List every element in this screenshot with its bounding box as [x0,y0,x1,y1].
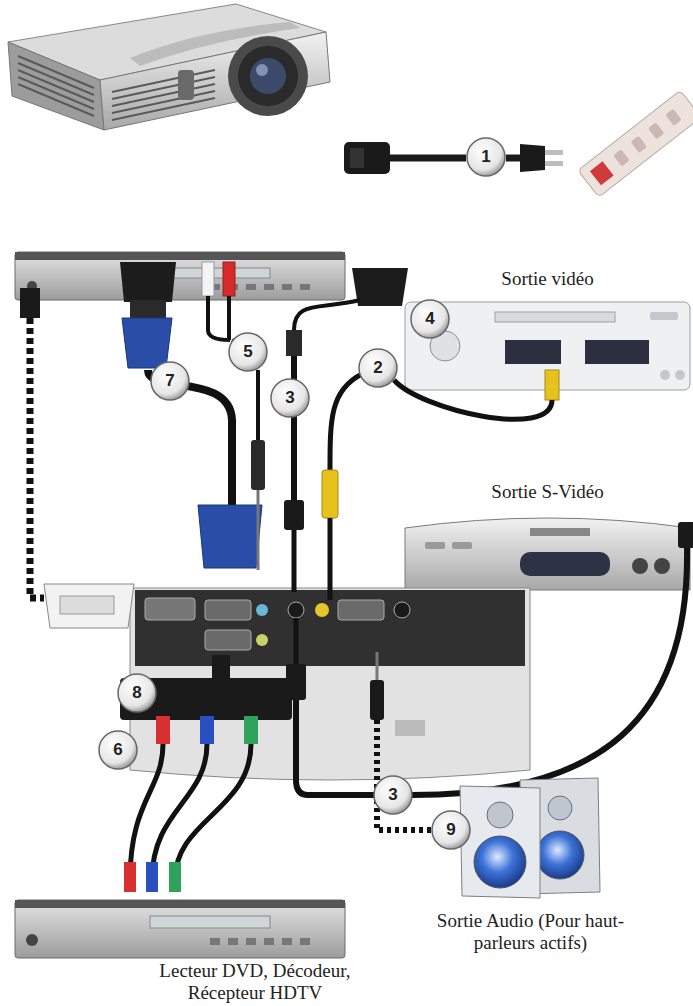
device-caption: Lecteur DVD, Décodeur, Récepteur HDTV [145,960,365,1004]
callout-number: 3 [272,380,308,416]
dvd-player [15,900,345,958]
device-node: Lecteur DVD, Décodeur, Récepteur HDTV [15,900,345,958]
power-cord [344,142,563,174]
svideo-cable [284,268,408,592]
dvd-player [405,518,690,590]
device-node: Sortie S-Vidéo [405,513,690,591]
callout-number: 1 [468,139,504,175]
hdmi-cable [20,288,134,628]
audio-cable [202,262,265,570]
svideo-cable [286,522,693,795]
callout-number: 7 [152,363,188,399]
callout-number: 8 [119,675,155,711]
callout-number: 6 [100,732,136,768]
device-caption: Sortie S-Vidéo [440,481,655,503]
callout-number: 9 [433,812,469,848]
av-player [15,252,345,300]
device-node: Sortie vidéo [405,302,690,390]
callout-number: 2 [360,350,396,386]
vga-cable [120,262,262,568]
callout-number: 5 [230,334,266,370]
callout-number: 4 [412,301,448,337]
device-caption: Sortie Audio (Pour haut-parleurs actifs) [423,910,638,954]
power-strip [578,90,693,197]
device-caption: Sortie vidéo [440,268,655,290]
projector [8,4,330,130]
device-node: Sortie Audio (Pour haut-parleurs actifs) [460,778,600,898]
callout-circles [99,138,505,849]
speakers [460,778,600,898]
callout-number: 3 [375,777,411,813]
